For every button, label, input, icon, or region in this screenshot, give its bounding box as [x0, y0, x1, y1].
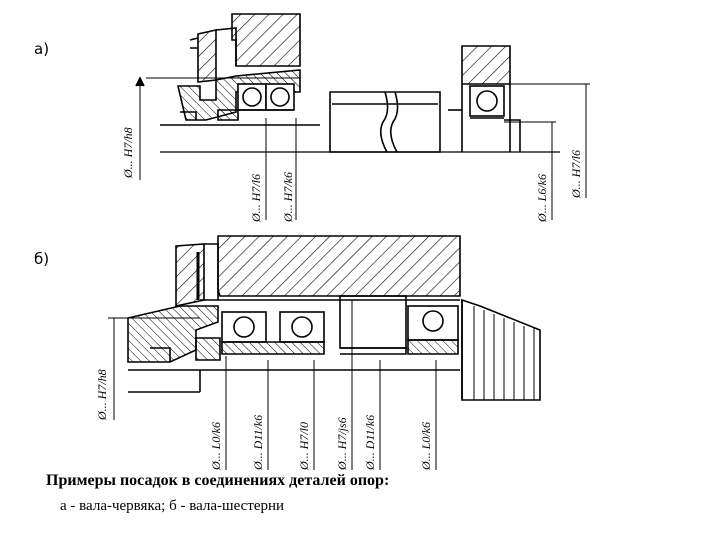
- view-b: [108, 235, 541, 470]
- view-a: [135, 13, 590, 220]
- label-variant-b: б): [34, 250, 50, 268]
- fit-b-1: Ø... L0/k6: [209, 422, 223, 471]
- caption-subtitle: а - вала-червяка; б - вала-шестерни: [60, 498, 285, 514]
- fit-a-right-shaft: Ø... L6/k6: [535, 174, 549, 223]
- fit-a-bearing-2: Ø... H7/k6: [281, 172, 295, 223]
- fit-a-bearing-1: Ø... H7/l6: [249, 174, 263, 223]
- fit-b-6: Ø... L0/k6: [419, 422, 433, 471]
- fit-a-left-housing: Ø... H7/h8: [121, 127, 135, 179]
- fit-b-5: Ø... D11/k6: [363, 415, 377, 471]
- end-cap-a: [197, 29, 217, 83]
- fit-a-right-housing: Ø... H7/l6: [569, 150, 583, 199]
- housing-b: [217, 235, 461, 297]
- fit-b-3: Ø... H7/l0: [297, 422, 311, 471]
- spacer-b: [339, 295, 407, 349]
- seal-cup-a: [176, 69, 301, 121]
- fits-view-a: Ø... H7/h8 Ø... H7/l6 Ø... H7/k6 Ø... L6…: [121, 127, 583, 223]
- label-variant-a: а): [34, 40, 50, 58]
- shaft-a: [329, 91, 441, 153]
- housing-a: [231, 13, 301, 67]
- caption-title: Примеры посадок в соединениях деталей оп…: [46, 472, 390, 489]
- fit-b-left-housing: Ø... H7/h8: [95, 369, 109, 421]
- fit-b-4: Ø... H7/js6: [335, 417, 349, 471]
- end-cap-b: [175, 243, 205, 307]
- fit-b-2: Ø... D11/k6: [251, 415, 265, 471]
- housing-a-right: [461, 45, 511, 85]
- fits-view-b: Ø... H7/h8 Ø... L0/k6 Ø... D11/k6 Ø... H…: [95, 369, 433, 471]
